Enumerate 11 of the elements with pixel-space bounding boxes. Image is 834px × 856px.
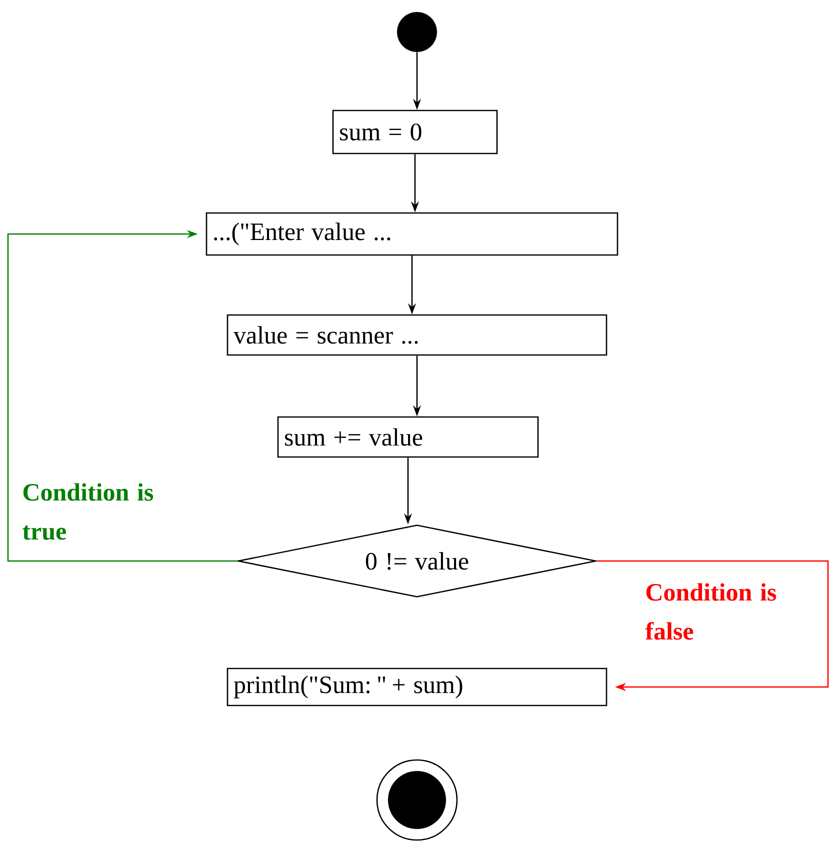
- arrow: [7, 230, 238, 562]
- edge-label: Condition is true: [22, 483, 154, 540]
- end-node: [376, 759, 458, 841]
- edge-label: Condition is false: [645, 583, 776, 640]
- process-box: value = scanner ...: [226, 314, 608, 356]
- start-node: [397, 12, 437, 52]
- process-box: sum = 0: [332, 110, 498, 154]
- process-box: ...("Enter value ...: [206, 212, 618, 256]
- arrow: [596, 560, 829, 692]
- process-box: println("Sum: " + sum): [226, 668, 608, 706]
- process-box: sum += value: [277, 416, 539, 458]
